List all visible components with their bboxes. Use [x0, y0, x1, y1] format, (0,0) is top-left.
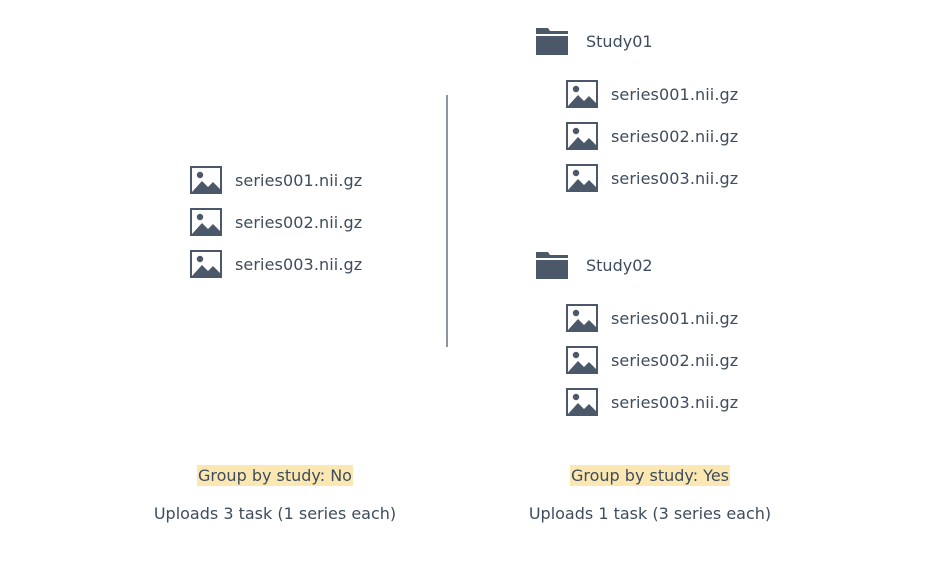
file-item[interactable]: series001.nii.gz: [566, 79, 738, 109]
file-name: series003.nii.gz: [611, 392, 739, 412]
study-folder[interactable]: Study02: [536, 250, 653, 280]
image-file-icon: [190, 250, 222, 278]
folder-icon: [536, 26, 568, 56]
image-file-icon: [566, 346, 598, 374]
image-file-icon: [566, 164, 598, 192]
file-name: series003.nii.gz: [611, 168, 739, 188]
file-name: series002.nii.gz: [235, 212, 363, 232]
file-item[interactable]: series003.nii.gz: [566, 163, 738, 193]
image-file-icon: [190, 208, 222, 236]
file-name: series003.nii.gz: [235, 254, 363, 274]
file-item[interactable]: series002.nii.gz: [566, 121, 738, 151]
file-item[interactable]: series002.nii.gz: [566, 345, 738, 375]
file-name: series002.nii.gz: [611, 350, 739, 370]
file-name: series001.nii.gz: [611, 84, 739, 104]
file-name: series002.nii.gz: [611, 126, 739, 146]
study-name: Study02: [586, 255, 653, 275]
image-file-icon: [566, 388, 598, 416]
study-folder[interactable]: Study01: [536, 26, 653, 56]
image-file-icon: [190, 166, 222, 194]
group-by-study-label: Group by study: Yes: [569, 465, 731, 486]
right-group-caption: Group by study: Yes: [525, 465, 775, 486]
group-by-study-label: Group by study: No: [197, 465, 353, 486]
left-group-caption: Group by study: No: [150, 465, 400, 486]
file-item[interactable]: series001.nii.gz: [566, 303, 738, 333]
image-file-icon: [566, 80, 598, 108]
panel-divider: [446, 95, 448, 347]
left-summary-caption: Uploads 3 task (1 series each): [153, 504, 397, 523]
file-item[interactable]: series003.nii.gz: [566, 387, 738, 417]
file-name: series001.nii.gz: [235, 170, 363, 190]
image-file-icon: [566, 122, 598, 150]
file-name: series001.nii.gz: [611, 308, 739, 328]
file-item[interactable]: series001.nii.gz: [190, 165, 362, 195]
folder-icon: [536, 250, 568, 280]
file-item[interactable]: series002.nii.gz: [190, 207, 362, 237]
right-summary-caption: Uploads 1 task (3 series each): [528, 504, 772, 523]
study-name: Study01: [586, 31, 653, 51]
file-item[interactable]: series003.nii.gz: [190, 249, 362, 279]
image-file-icon: [566, 304, 598, 332]
